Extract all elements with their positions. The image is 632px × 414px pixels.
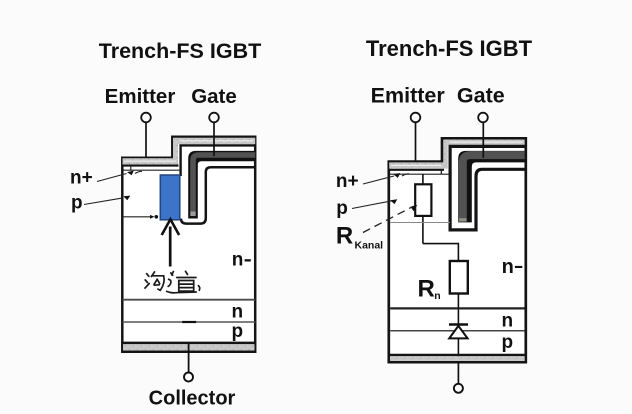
svg-text:n: n [232, 249, 244, 270]
svg-text:R: R [336, 223, 353, 250]
svg-text:n: n [502, 256, 514, 278]
svg-text:Collector: Collector [149, 388, 236, 410]
svg-text:n: n [232, 302, 244, 323]
svg-text:p: p [502, 332, 514, 353]
svg-text:Trench-FS IGBT: Trench-FS IGBT [366, 36, 533, 61]
svg-text:Gate: Gate [457, 84, 505, 108]
svg-text:Kanal: Kanal [355, 240, 384, 252]
svg-text:n: n [502, 311, 514, 332]
svg-text:Emitter: Emitter [371, 84, 446, 108]
svg-text:Trench-FS IGBT: Trench-FS IGBT [99, 39, 261, 63]
svg-text:n: n [434, 290, 440, 302]
svg-text:n+: n+ [336, 171, 359, 192]
svg-text:Emitter: Emitter [105, 85, 176, 108]
svg-text:p: p [232, 321, 244, 342]
svg-text:p: p [336, 198, 348, 219]
svg-text:p: p [71, 193, 83, 214]
svg-text:Gate: Gate [191, 85, 237, 108]
svg-text:R: R [418, 276, 435, 303]
svg-text:n+: n+ [70, 168, 93, 189]
